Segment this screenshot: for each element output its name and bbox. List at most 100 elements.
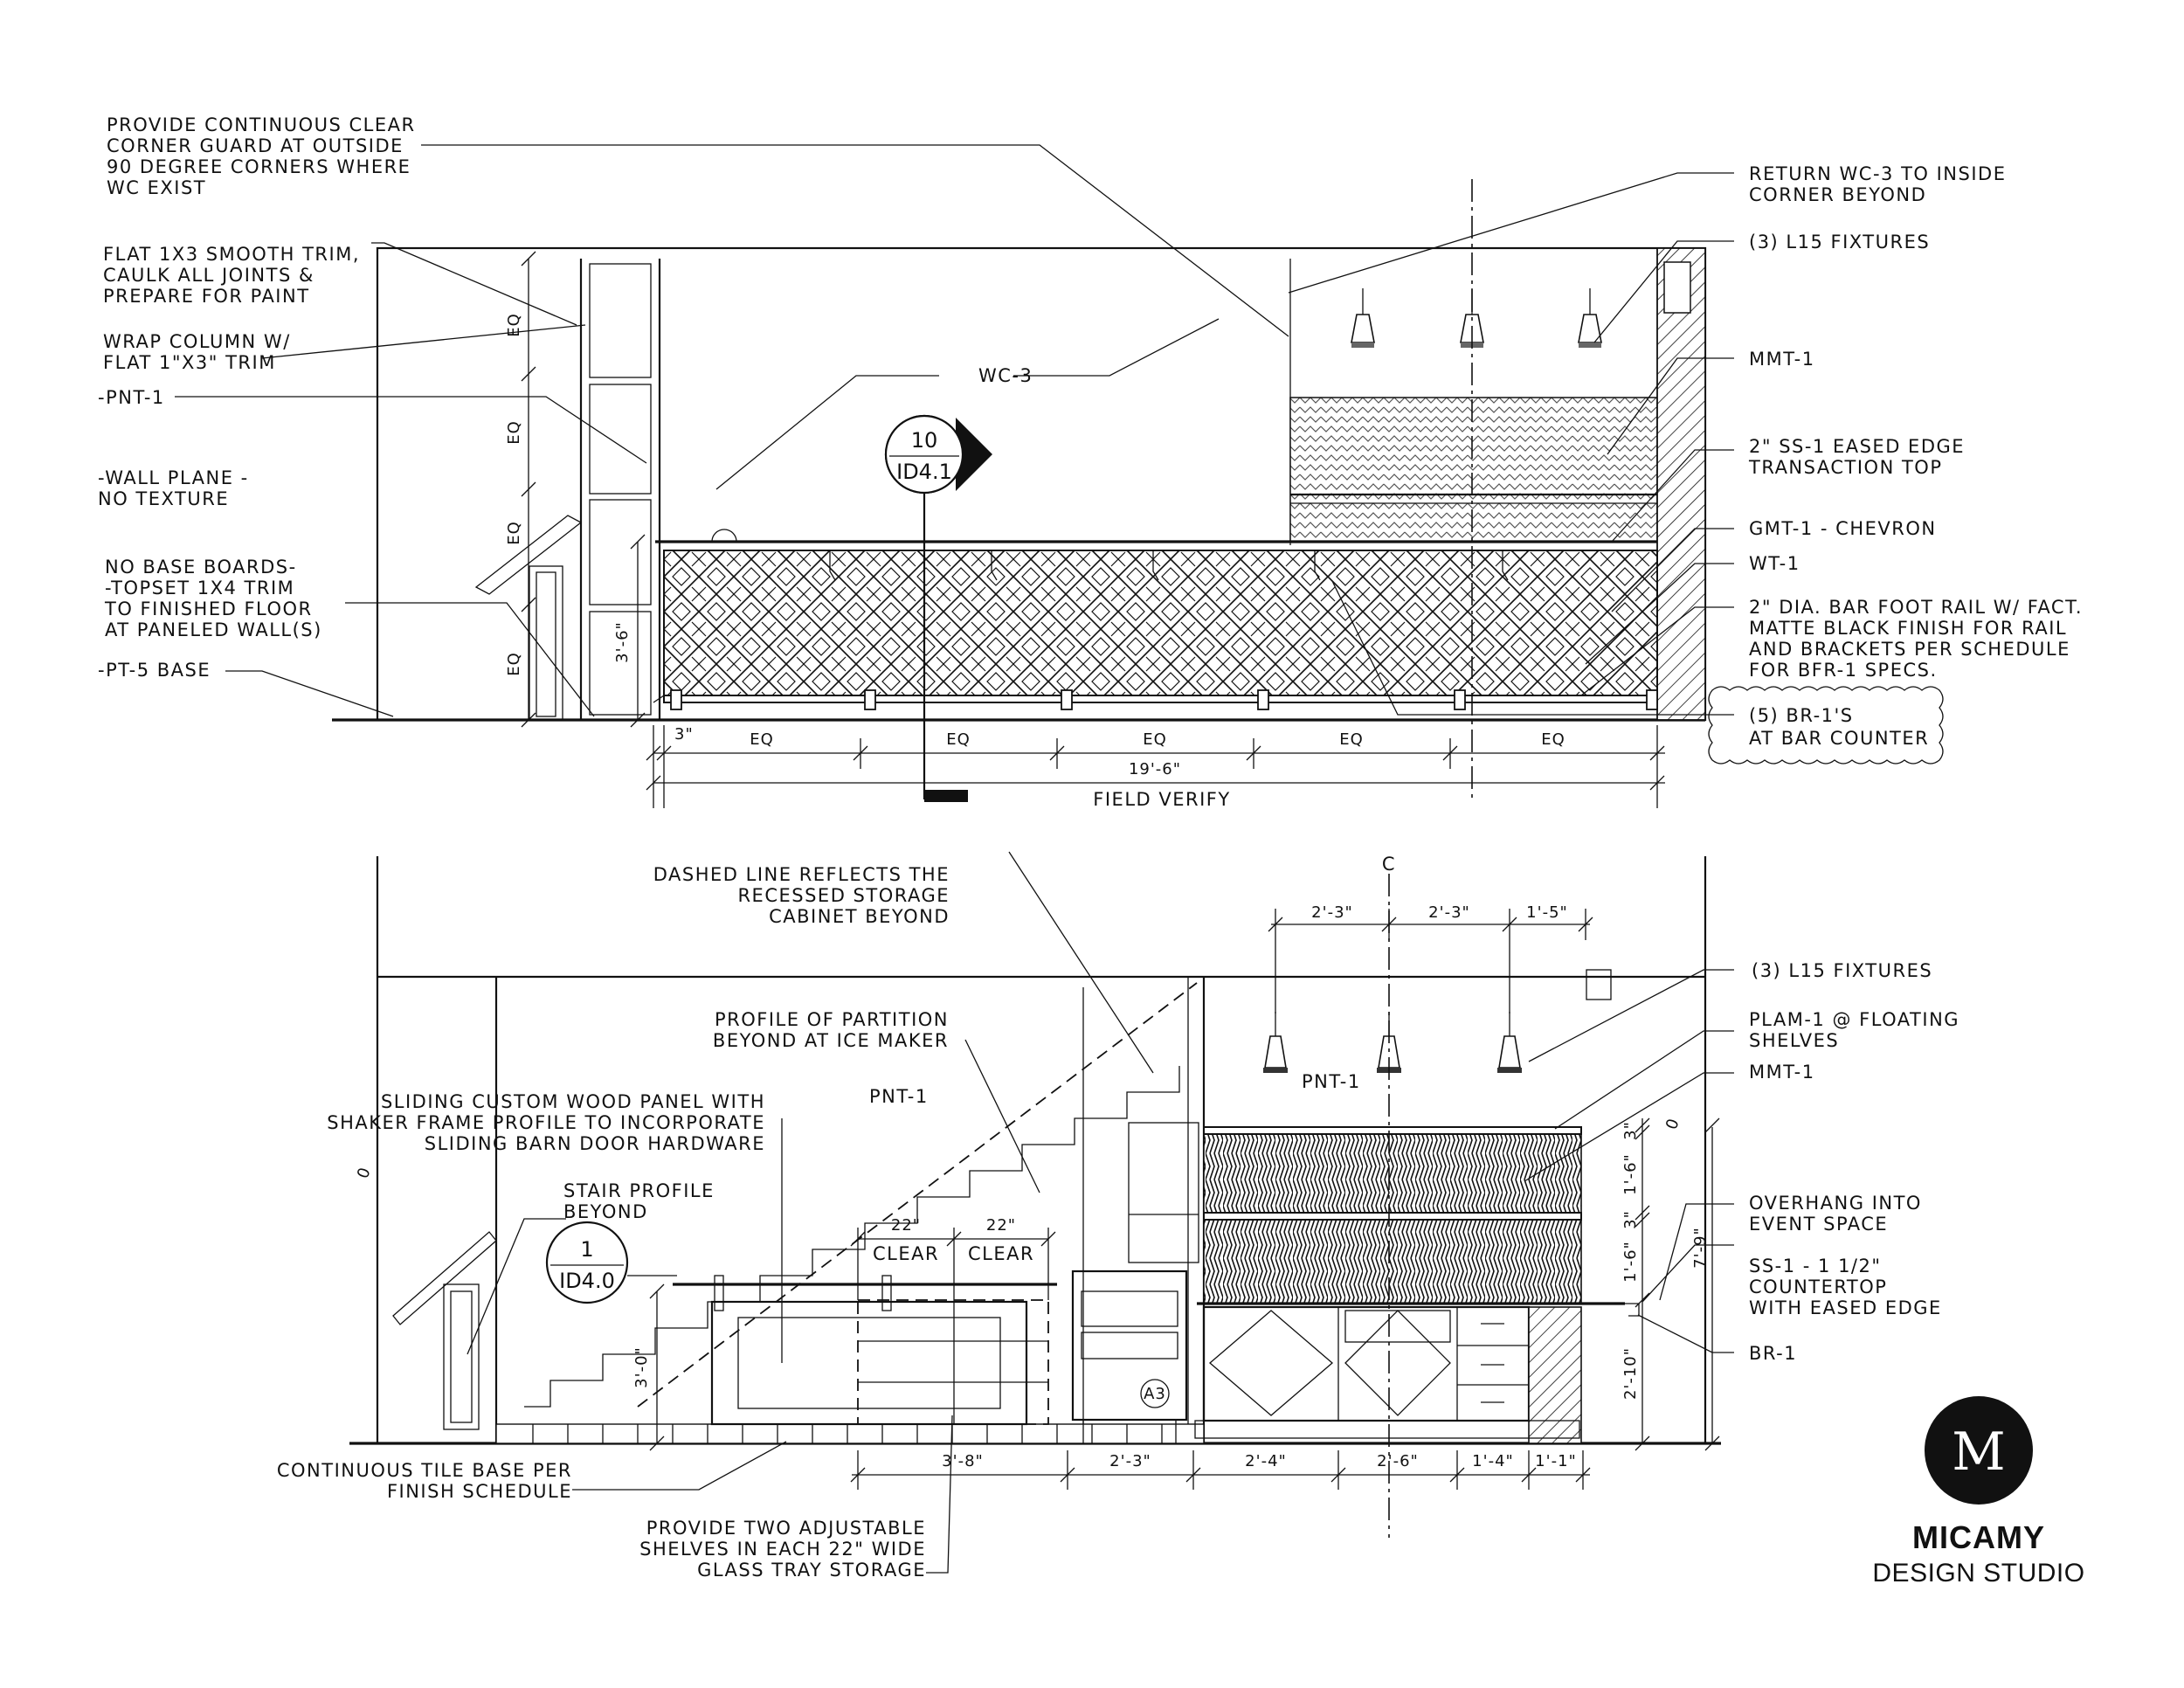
note-mmt-1: MMT-1 <box>1749 349 1815 370</box>
note-sliding-panel-1: SLIDING CUSTOM WOOD PANEL WITH <box>381 1091 765 1112</box>
top-leaders <box>175 144 1734 717</box>
note-partition-1: PROFILE OF PARTITION <box>715 1009 949 1030</box>
svg-text:0: 0 <box>354 1165 375 1181</box>
bottom-appliance-tag <box>1140 1379 1170 1408</box>
note-foot-rail-3: AND BRACKETS PER SCHEDULE <box>1749 639 2070 660</box>
note-wt-1: WT-1 <box>1749 553 1800 574</box>
note-return-wc3-2: CORNER BEYOND <box>1749 184 1926 205</box>
svg-text:0: 0 <box>1662 1116 1683 1132</box>
note-countertop-1: SS-1 - 1 1/2" <box>1749 1256 1882 1276</box>
bottom-vdim-2: 1'-6" <box>1621 1153 1640 1195</box>
note-base-boards-2: -TOPSET 1X4 TRIM <box>105 578 294 598</box>
note-pt5-base: -PT-5 BASE <box>98 660 211 681</box>
top-field-verify: FIELD VERIFY <box>1093 789 1230 810</box>
revision-cloud <box>1708 686 1944 764</box>
top-eq-horizontal-3: EQ <box>1143 730 1167 749</box>
top-notes-left: PROVIDE CONTINUOUS CLEAR CORNER GUARD AT… <box>98 114 416 681</box>
top-eq-horizontal-2: EQ <box>946 730 971 749</box>
top-height-dim: 3'-6" <box>613 621 632 663</box>
note-countertop-2: COUNTERTOP <box>1749 1276 1887 1297</box>
top-bar-chevron-panel <box>663 550 1658 700</box>
note-dashed-line-2: RECESSED STORAGE <box>737 885 950 906</box>
bottom-floating-shelf <box>1203 1212 1582 1221</box>
note-bottom-l15: (3) L15 FIXTURES <box>1752 960 1932 981</box>
bottom-section-tag <box>545 1221 629 1304</box>
note-wall-plane-2: NO TEXTURE <box>98 488 229 509</box>
bottom-dim-5: 1'-4" <box>1472 1452 1514 1470</box>
note-gmt-chevron: GMT-1 - CHEVRON <box>1749 518 1937 539</box>
bottom-top-dim-2: 2'-3" <box>1428 903 1470 922</box>
top-wc3-label: WC-3 <box>978 365 1033 386</box>
note-corner-guard-1: PROVIDE CONTINUOUS CLEAR <box>107 114 416 135</box>
logo-circle <box>1925 1396 2033 1505</box>
note-corner-guard-2: CORNER GUARD AT OUTSIDE <box>107 135 404 156</box>
note-tile-base-2: FINISH SCHEDULE <box>387 1481 572 1502</box>
bottom-centerline-label: C <box>1382 854 1396 875</box>
note-flat-trim-1: FLAT 1X3 SMOOTH TRIM, <box>103 244 360 265</box>
note-foot-rail-4: FOR BFR-1 SPECS. <box>1749 660 1938 681</box>
bottom-clear-label-1: CLEAR <box>873 1243 939 1264</box>
top-small-dim: 3" <box>674 725 694 744</box>
top-eq-vertical-2: EQ <box>505 420 523 445</box>
bottom-dim-3: 2'-4" <box>1245 1452 1287 1470</box>
note-transaction-top-2: TRANSACTION TOP <box>1748 457 1942 478</box>
bottom-vdim-4: 1'-6" <box>1621 1241 1640 1283</box>
note-tile-base-1: CONTINUOUS TILE BASE PER <box>277 1460 572 1481</box>
bottom-section-tag-number: 1 <box>580 1237 593 1262</box>
bottom-floating-shelf <box>1203 1126 1582 1135</box>
bottom-dim-1: 3'-8" <box>942 1452 984 1470</box>
note-wrap-column-1: WRAP COLUMN W/ <box>103 331 291 352</box>
note-return-wc3-1: RETURN WC-3 TO INSIDE <box>1749 163 2006 184</box>
note-flat-trim-3: PREPARE FOR PAINT <box>103 286 310 307</box>
top-overall-dim: 19'-6" <box>1129 760 1181 778</box>
bottom-pnt1-label-1: PNT-1 <box>869 1086 929 1107</box>
bottom-clear-dim-1: 22" <box>891 1216 921 1235</box>
bottom-sliding-panel <box>710 1300 1028 1426</box>
note-wall-plane-1: -WALL PLANE - <box>98 467 249 488</box>
note-base-boards-3: TO FINISHED FLOOR <box>104 598 313 619</box>
note-transaction-top-1: 2" SS-1 EASED EDGE <box>1749 436 1965 457</box>
note-sliding-panel-3: SLIDING BARN DOOR HARDWARE <box>425 1133 765 1154</box>
top-eq-vertical-1: EQ <box>505 313 523 337</box>
top-notes-right: RETURN WC-3 TO INSIDE CORNER BEYOND (3) … <box>1748 163 2083 749</box>
note-stair-profile-1: STAIR PROFILE <box>563 1180 715 1201</box>
note-shelves-3: GLASS TRAY STORAGE <box>697 1560 926 1581</box>
top-column-panel <box>589 499 652 605</box>
note-partition-2: BEYOND AT ICE MAKER <box>713 1030 949 1051</box>
note-l15-fixtures: (3) L15 FIXTURES <box>1749 232 1930 253</box>
bottom-pnt1-label-2: PNT-1 <box>1302 1071 1361 1092</box>
bottom-dim-4: 2'-6" <box>1377 1452 1419 1470</box>
bottom-height-dim: 3'-0" <box>632 1346 651 1388</box>
note-corner-guard-3: 90 DEGREE CORNERS WHERE <box>107 156 411 177</box>
bottom-top-dim-3: 1'-5" <box>1526 903 1568 922</box>
bottom-dim-2: 2'-3" <box>1109 1452 1151 1470</box>
top-section-tag-sheet: ID4.1 <box>896 460 952 484</box>
note-base-boards-1: NO BASE BOARDS- <box>105 557 297 578</box>
note-overhang-1: OVERHANG INTO <box>1749 1193 1922 1214</box>
note-flat-trim-2: CAULK ALL JOINTS & <box>103 265 314 286</box>
bottom-vdim-1: 3" <box>1621 1121 1640 1140</box>
bottom-clear-label-2: CLEAR <box>968 1243 1034 1264</box>
note-overhang-2: EVENT SPACE <box>1749 1214 1888 1235</box>
note-foot-rail-2: MATTE BLACK FINISH FOR RAIL <box>1749 618 2067 639</box>
bottom-notes: DASHED LINE REFLECTS THE RECESSED STORAG… <box>277 864 1959 1581</box>
bottom-partition-profile <box>524 1066 1180 1408</box>
note-br-1: BR-1 <box>1749 1343 1797 1364</box>
bottom-section-tag-sheet: ID4.0 <box>559 1269 615 1293</box>
bottom-appliance-tag-text: A3 <box>1144 1385 1166 1403</box>
top-eq-horizontal-4: EQ <box>1339 730 1364 749</box>
note-foot-rail-1: 2" DIA. BAR FOOT RAIL W/ FACT. <box>1749 597 2083 618</box>
bottom-pendant-fixtures <box>1263 1012 1522 1073</box>
note-plam-2: SHELVES <box>1749 1030 1839 1051</box>
note-plam-1: PLAM-1 @ FLOATING <box>1749 1009 1959 1030</box>
top-eq-horizontal-5: EQ <box>1541 730 1565 749</box>
bottom-glass-storage <box>857 1299 1049 1425</box>
top-pendant-fixtures <box>1351 288 1602 348</box>
note-sliding-panel-2: SHAKER FRAME PROFILE TO INCORPORATE <box>327 1112 765 1133</box>
bottom-vdim-3: 3" <box>1621 1210 1640 1229</box>
top-column-panel <box>589 263 652 378</box>
bottom-base-cabinet <box>1202 1305 1531 1422</box>
note-base-boards-4: AT PANELED WALL(S) <box>105 619 322 640</box>
